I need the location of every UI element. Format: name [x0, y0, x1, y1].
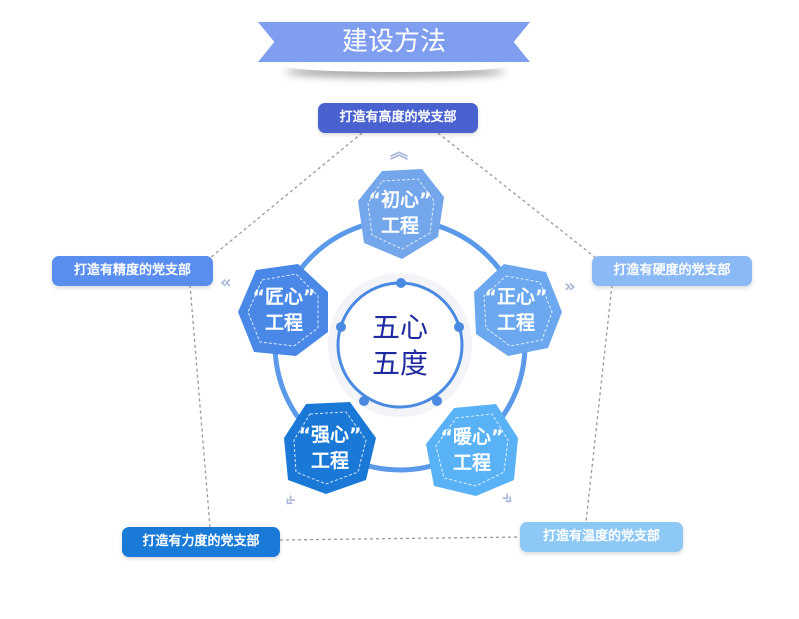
dashed-edge [585, 284, 613, 523]
center-title: 五心 五度 [340, 310, 460, 382]
node-title: “匠心” [252, 286, 316, 308]
chevron-left-icon: « [220, 272, 232, 293]
center-line-2: 五度 [371, 347, 428, 380]
node-title: “正心” [484, 286, 548, 308]
node-subtitle: 工程 [264, 312, 303, 334]
node-title: “初心” [368, 189, 432, 211]
label-height: 打造有高度的党支部 [318, 103, 478, 133]
node-subtitle: 工程 [496, 312, 535, 334]
dashed-edge [189, 284, 211, 528]
title-banner: 建设方法 [258, 22, 530, 62]
node-title: “暖心” [440, 426, 504, 448]
chevron-up-icon: ︽ [390, 142, 408, 163]
node-nuanxin[interactable]: “暖心” 工程 [424, 402, 520, 498]
node-subtitle: 工程 [380, 215, 419, 237]
node-subtitle: 工程 [452, 452, 491, 474]
ring-dots [336, 278, 464, 406]
node-chuxin[interactable]: “初心” 工程 [352, 165, 448, 261]
node-zhengxin[interactable]: “正心” 工程 [468, 262, 564, 358]
center-line-1: 五心 [371, 311, 428, 344]
node-subtitle: 工程 [310, 450, 349, 472]
node-qiangxin[interactable]: “强心” 工程 [282, 400, 378, 496]
label-warmth: 打造有温度的党支部 [520, 522, 683, 552]
dashed-edge [437, 132, 597, 259]
dashed-edge [279, 536, 521, 541]
label-precision: 打造有精度的党支部 [52, 256, 213, 286]
chevron-right-icon: » [564, 276, 576, 297]
label-hardness: 打造有硬度的党支部 [592, 256, 752, 286]
node-title: “强心” [298, 424, 362, 446]
label-strength: 打造有力度的党支部 [122, 527, 280, 557]
dashed-edge [209, 132, 363, 259]
node-jiangxin[interactable]: “匠心” 工程 [236, 262, 332, 358]
